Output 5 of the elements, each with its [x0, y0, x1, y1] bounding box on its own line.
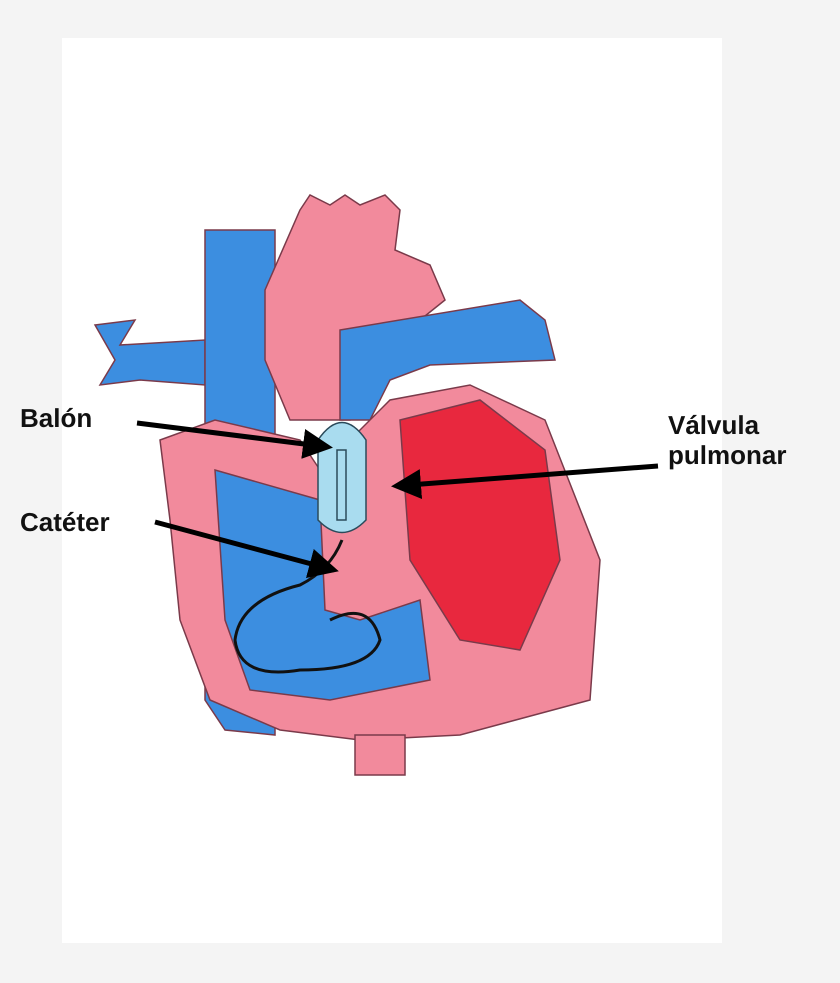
part-label: Catéter: [20, 507, 110, 537]
leader-arrow: [136, 420, 333, 459]
part-label: Válvula pulmonar: [668, 410, 798, 470]
leader-arrow: [391, 464, 658, 500]
part-label: Balón: [20, 403, 92, 433]
